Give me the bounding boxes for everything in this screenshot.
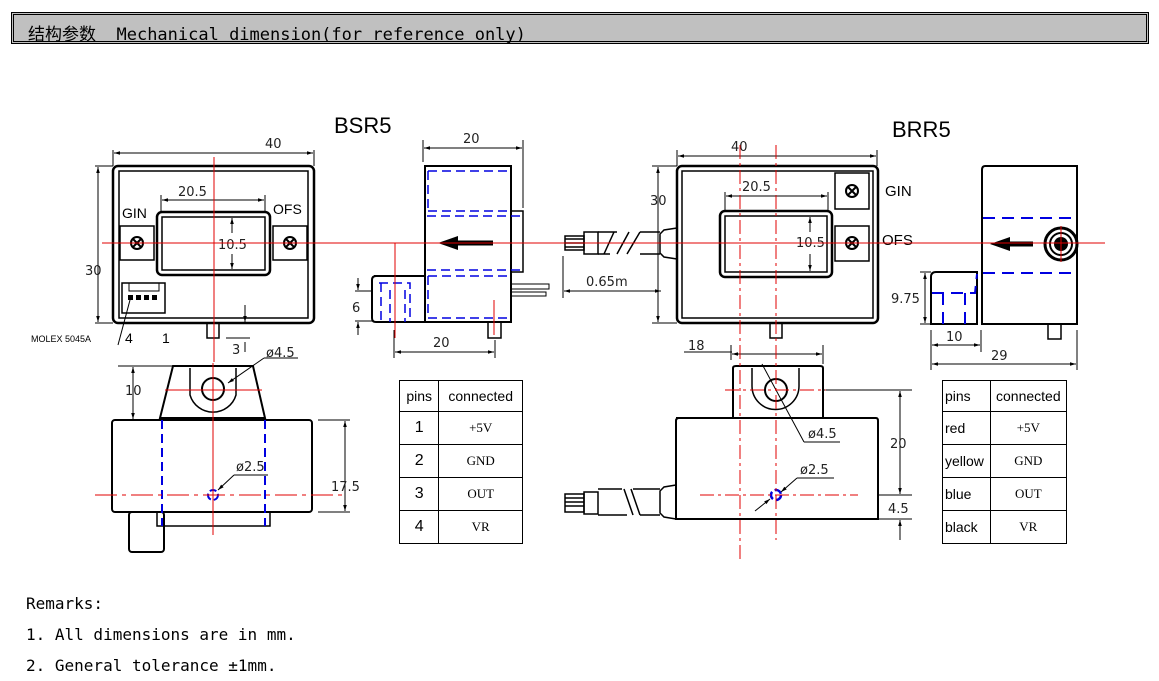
dim-width: 40 <box>265 137 282 152</box>
dim-height: 30 <box>85 264 102 279</box>
dim-cable-length: 0.65m <box>586 275 628 290</box>
dim-base-depth: 10 <box>946 330 963 345</box>
pin-cell: red <box>942 411 991 445</box>
header-pins: pins <box>398 380 440 412</box>
pin-cell: 4 <box>398 510 440 544</box>
gin-potentiometer <box>834 172 870 210</box>
section-title: 结构参数 Mechanical dimension(for reference … <box>28 25 526 45</box>
signal-cell: VR <box>438 510 523 544</box>
ofs-label: OFS <box>882 232 913 249</box>
pin4-label: 4 <box>125 330 133 346</box>
signal-cell: +5V <box>989 411 1068 445</box>
dim-hole-edge: 4.5 <box>888 502 909 517</box>
header-pins: pins <box>942 380 991 412</box>
remark-item: 1. All dimensions are in mm. <box>26 625 296 644</box>
model-label-brr5: BRR5 <box>892 117 951 142</box>
pin-cell: 3 <box>398 477 440 511</box>
brr5-front-view: 40 30 20.5 10.5 GIN OFS 0.65m <box>562 140 913 339</box>
dim-window-width: 20.5 <box>178 185 207 200</box>
dim-window-height: 10.5 <box>218 238 247 253</box>
dim-body-depth: 17.5 <box>331 480 360 495</box>
remarks: Remarks: 1. All dimensions are in mm. 2.… <box>26 588 296 681</box>
dim-tab-height: 10 <box>125 384 142 399</box>
dim-hole-dia: ø4.5 <box>808 427 837 442</box>
table-row: 1+5V <box>398 411 523 445</box>
dim-base-height: 9.75 <box>891 292 920 307</box>
signal-cell: OUT <box>989 477 1068 511</box>
bsr5-side-view: 20 20 6 <box>352 132 550 358</box>
dim-height: 30 <box>650 194 667 209</box>
header-connected: connected <box>438 380 523 412</box>
current-direction-arrow-icon <box>990 237 1010 251</box>
dim-tab-offset: 18 <box>688 339 705 354</box>
gin-label: GIN <box>885 183 912 200</box>
dim-width: 40 <box>731 140 748 155</box>
signal-cell: VR <box>989 510 1068 544</box>
bsr5-front-view: 40 30 20.5 10.5 GIN OFS MOLEX 5045A 4 1 … <box>31 137 316 384</box>
table-header-row: pins connected <box>942 380 1068 412</box>
pin-cell: yellow <box>942 444 991 478</box>
table-header-row: pins connected <box>398 380 523 412</box>
dim-base-depth: 20 <box>433 336 450 351</box>
remark-item: 2. General tolerance ±1mm. <box>26 656 277 675</box>
dim-depth: 20 <box>463 132 480 147</box>
model-label-bsr5: BSR5 <box>334 113 391 138</box>
section-header: 结构参数 Mechanical dimension(for reference … <box>11 12 1149 45</box>
dim-total-depth: 29 <box>991 349 1008 364</box>
dim-hole-spacing: 20 <box>890 437 907 452</box>
signal-cell: +5V <box>438 411 523 445</box>
brr5-top-view: 18 20 4.5 ø4.5 ø2.5 <box>564 339 912 540</box>
pin-cell: black <box>942 510 991 544</box>
ofs-label: OFS <box>273 201 302 217</box>
dim-base-height: 6 <box>352 301 360 316</box>
potentiometer-icon <box>845 184 859 198</box>
centerlines <box>95 145 1105 560</box>
dim-small-hole: ø2.5 <box>236 460 265 475</box>
pin-cell: blue <box>942 477 991 511</box>
connector-label: MOLEX 5045A <box>31 334 91 344</box>
bsr5-top-view: 10 17.5 ø2.5 <box>111 365 360 553</box>
header-connected: connected <box>989 380 1068 412</box>
pin1-label: 1 <box>162 330 170 346</box>
remarks-title: Remarks: <box>26 594 104 613</box>
signal-cell: OUT <box>438 477 523 511</box>
dim-hole-dia: ø4.5 <box>266 346 295 361</box>
signal-cell: GND <box>989 444 1068 478</box>
gin-label: GIN <box>122 205 147 221</box>
dim-pin-offset: 3 <box>232 343 240 358</box>
pin-cell: 2 <box>398 444 440 478</box>
pin-cell: 1 <box>398 411 440 445</box>
dim-window-width: 20.5 <box>742 180 771 195</box>
brr5-side-view: 9.75 10 29 <box>891 165 1079 370</box>
table-row: red+5V <box>942 411 1068 445</box>
signal-cell: GND <box>438 444 523 478</box>
dim-small-hole: ø2.5 <box>800 463 829 478</box>
